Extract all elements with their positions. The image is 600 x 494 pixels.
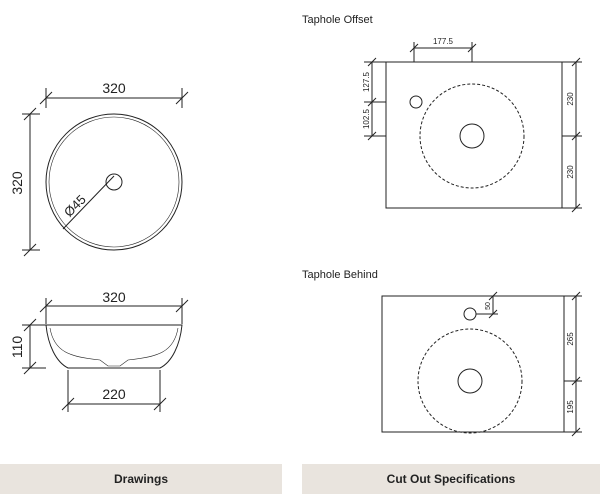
waste-leader-line (62, 175, 115, 230)
waste-diameter-label: Ø45 (61, 192, 89, 220)
offset-bowl-cutout (419, 83, 525, 189)
basin-top-view (22, 88, 189, 257)
offset-left-tick-bottom (367, 131, 377, 141)
top-height-tick-top (23, 107, 37, 121)
offset-left-tick-mid (367, 97, 377, 107)
basin-side-inner (49, 327, 179, 367)
behind-tap-tick-bottom (488, 309, 498, 319)
drawings-footer-label: Drawings (113, 472, 168, 486)
basin-outer-rim (45, 113, 183, 251)
behind-right-tick-mid (571, 376, 581, 386)
side-base-tick-right (153, 397, 167, 411)
side-height-tick-top (23, 318, 37, 332)
behind-bowl-cutout (417, 328, 523, 434)
side-height-tick-bottom (23, 361, 37, 375)
side-base-label: 220 (102, 386, 126, 402)
basin-side-outer (45, 324, 183, 369)
taphole-behind-diagram (381, 291, 582, 437)
behind-waste-hole (457, 368, 483, 394)
offset-right-lower-label: 230 (566, 165, 575, 179)
basin-inner-rim (48, 116, 180, 248)
side-width-tick-right (175, 299, 189, 313)
offset-horizontal-label: 177.5 (433, 37, 454, 46)
side-base-tick-left (61, 397, 75, 411)
behind-tap-tick-top (488, 291, 498, 301)
side-width-tick-left (39, 299, 53, 313)
behind-right-lower-label: 195 (566, 400, 575, 414)
drawings-footer-tab: Drawings (0, 464, 282, 494)
top-width-label: 320 (102, 80, 126, 96)
cutout-specifications-footer-label: Cut Out Specifications (386, 472, 516, 486)
offset-taphole (409, 95, 423, 109)
offset-horizontal-tick-right (467, 43, 477, 53)
behind-cabinet-outline (381, 295, 565, 433)
side-width-label: 320 (102, 289, 126, 305)
offset-mid-label: 102.5 (362, 108, 371, 129)
taphole-offset-title: Taphole Offset (302, 14, 373, 26)
waste-hole (105, 173, 123, 191)
behind-tap-label: 50 (485, 302, 492, 310)
taphole-offset-diagram (364, 42, 582, 213)
behind-right-tick-top (571, 291, 581, 301)
behind-right-tick-bottom (571, 427, 581, 437)
behind-taphole (463, 307, 477, 321)
cutout-specifications-footer-tab: Cut Out Specifications (302, 464, 600, 494)
top-width-tick-right (175, 91, 189, 105)
offset-cabinet-outline (385, 61, 563, 209)
side-height-label: 110 (9, 336, 25, 359)
basin-side-view (22, 298, 189, 412)
behind-right-upper-label: 265 (566, 332, 575, 346)
taphole-behind-title: Taphole Behind (302, 269, 378, 281)
offset-right-tick-mid (571, 131, 581, 141)
offset-right-tick-bottom (571, 203, 581, 213)
offset-top-label: 127.5 (362, 71, 371, 92)
top-height-label: 320 (9, 171, 25, 195)
offset-left-tick-top (367, 57, 377, 67)
offset-waste-hole (459, 123, 485, 149)
offset-horizontal-tick-left (409, 43, 419, 53)
top-width-tick-left (39, 91, 53, 105)
offset-right-upper-label: 230 (566, 92, 575, 106)
top-height-tick-bottom (23, 243, 37, 257)
offset-right-tick-top (571, 57, 581, 67)
